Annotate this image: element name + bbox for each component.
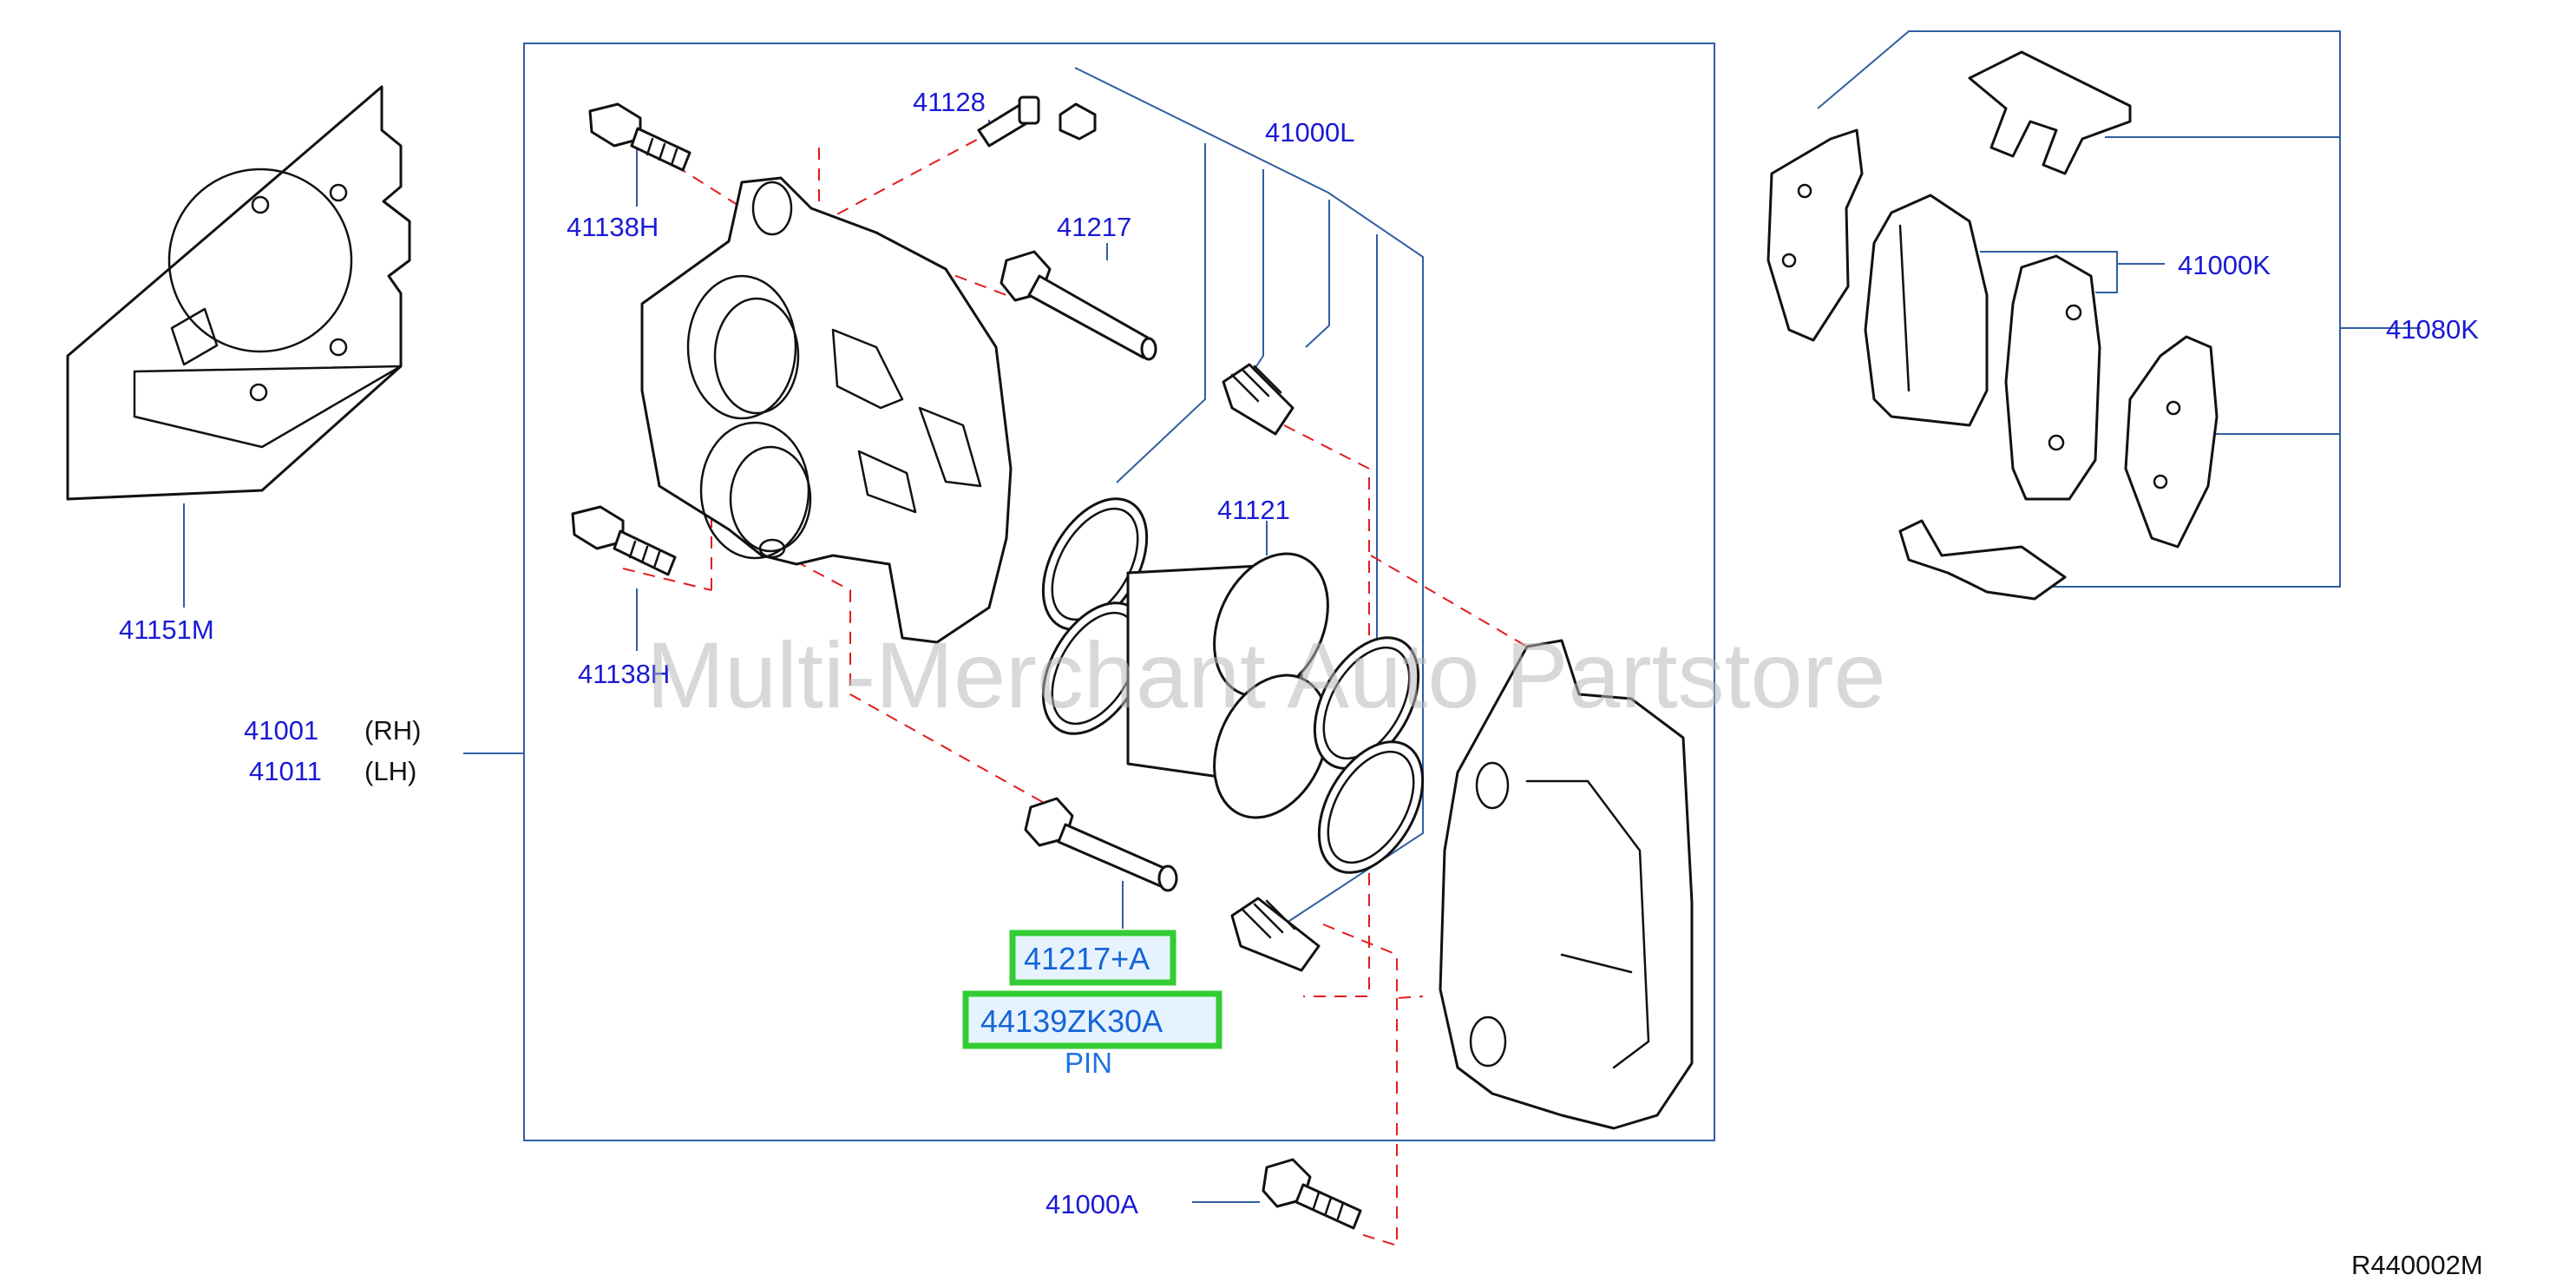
pad-outer-shape [2004,254,2101,501]
pad-inner-shape [1864,194,1989,427]
label-41000L: 41000L [1265,117,1354,148]
caliper-body-shape [640,176,1013,644]
label-41121: 41121 [1217,495,1290,525]
caliper-assembly-frame [523,43,1715,1141]
diagram-reference-number: R440002M [2351,1250,2483,1280]
label-41217A[interactable]: 41217+A [1024,941,1150,976]
pad-kit-bracket [1817,30,2421,588]
caliper-outer-shape [1439,639,1694,1130]
label-41138H-top: 41138H [567,212,659,242]
caliper-bolt-top-shape [588,102,692,172]
highlight-box-41217A [1009,930,1177,986]
label-41001: 41001 [244,715,318,746]
label-44139ZK30A[interactable]: 44139ZK30A [980,1003,1163,1039]
slide-pin-shape [1000,250,1157,361]
shim-left-shape [1766,128,1864,342]
pad-set-bracket [1980,251,2165,293]
slide-pin-a-shape [1024,797,1178,892]
bleeder-screw-shape [977,95,1097,148]
piston-seals-shape [1041,497,1425,874]
dust-boot-upper-shape [1222,363,1295,436]
shim-right-shape [2124,335,2219,549]
dust-boot-lower-shape [1230,897,1321,972]
backing-plate-shape [66,85,411,501]
label-41000K: 41000K [2178,250,2271,280]
label-41011: 41011 [249,756,322,786]
anti-rattle-clip-top-shape [1968,50,2132,175]
label-41138H-bottom: 41138H [578,659,670,689]
highlight-box-44139ZK30A [962,990,1222,1049]
caliper-bolt-bottom-shape [571,505,677,576]
watermark-text: Multi-Merchant Auto Partstore [646,622,1886,727]
label-41217: 41217 [1057,212,1131,242]
seal-kit-bracket [1074,67,1424,925]
label-41011-side: (LH) [364,756,416,786]
label-41080K: 41080K [2386,314,2479,345]
label-41151M: 41151M [119,614,214,645]
mounting-bolt-shape [1262,1158,1362,1230]
label-41128: 41128 [913,87,986,117]
label-41000A: 41000A [1045,1189,1138,1219]
label-41001-side: (RH) [364,715,421,746]
pin-caption: PIN [1065,1047,1112,1079]
anti-rattle-clip-bottom-shape [1898,519,2067,601]
